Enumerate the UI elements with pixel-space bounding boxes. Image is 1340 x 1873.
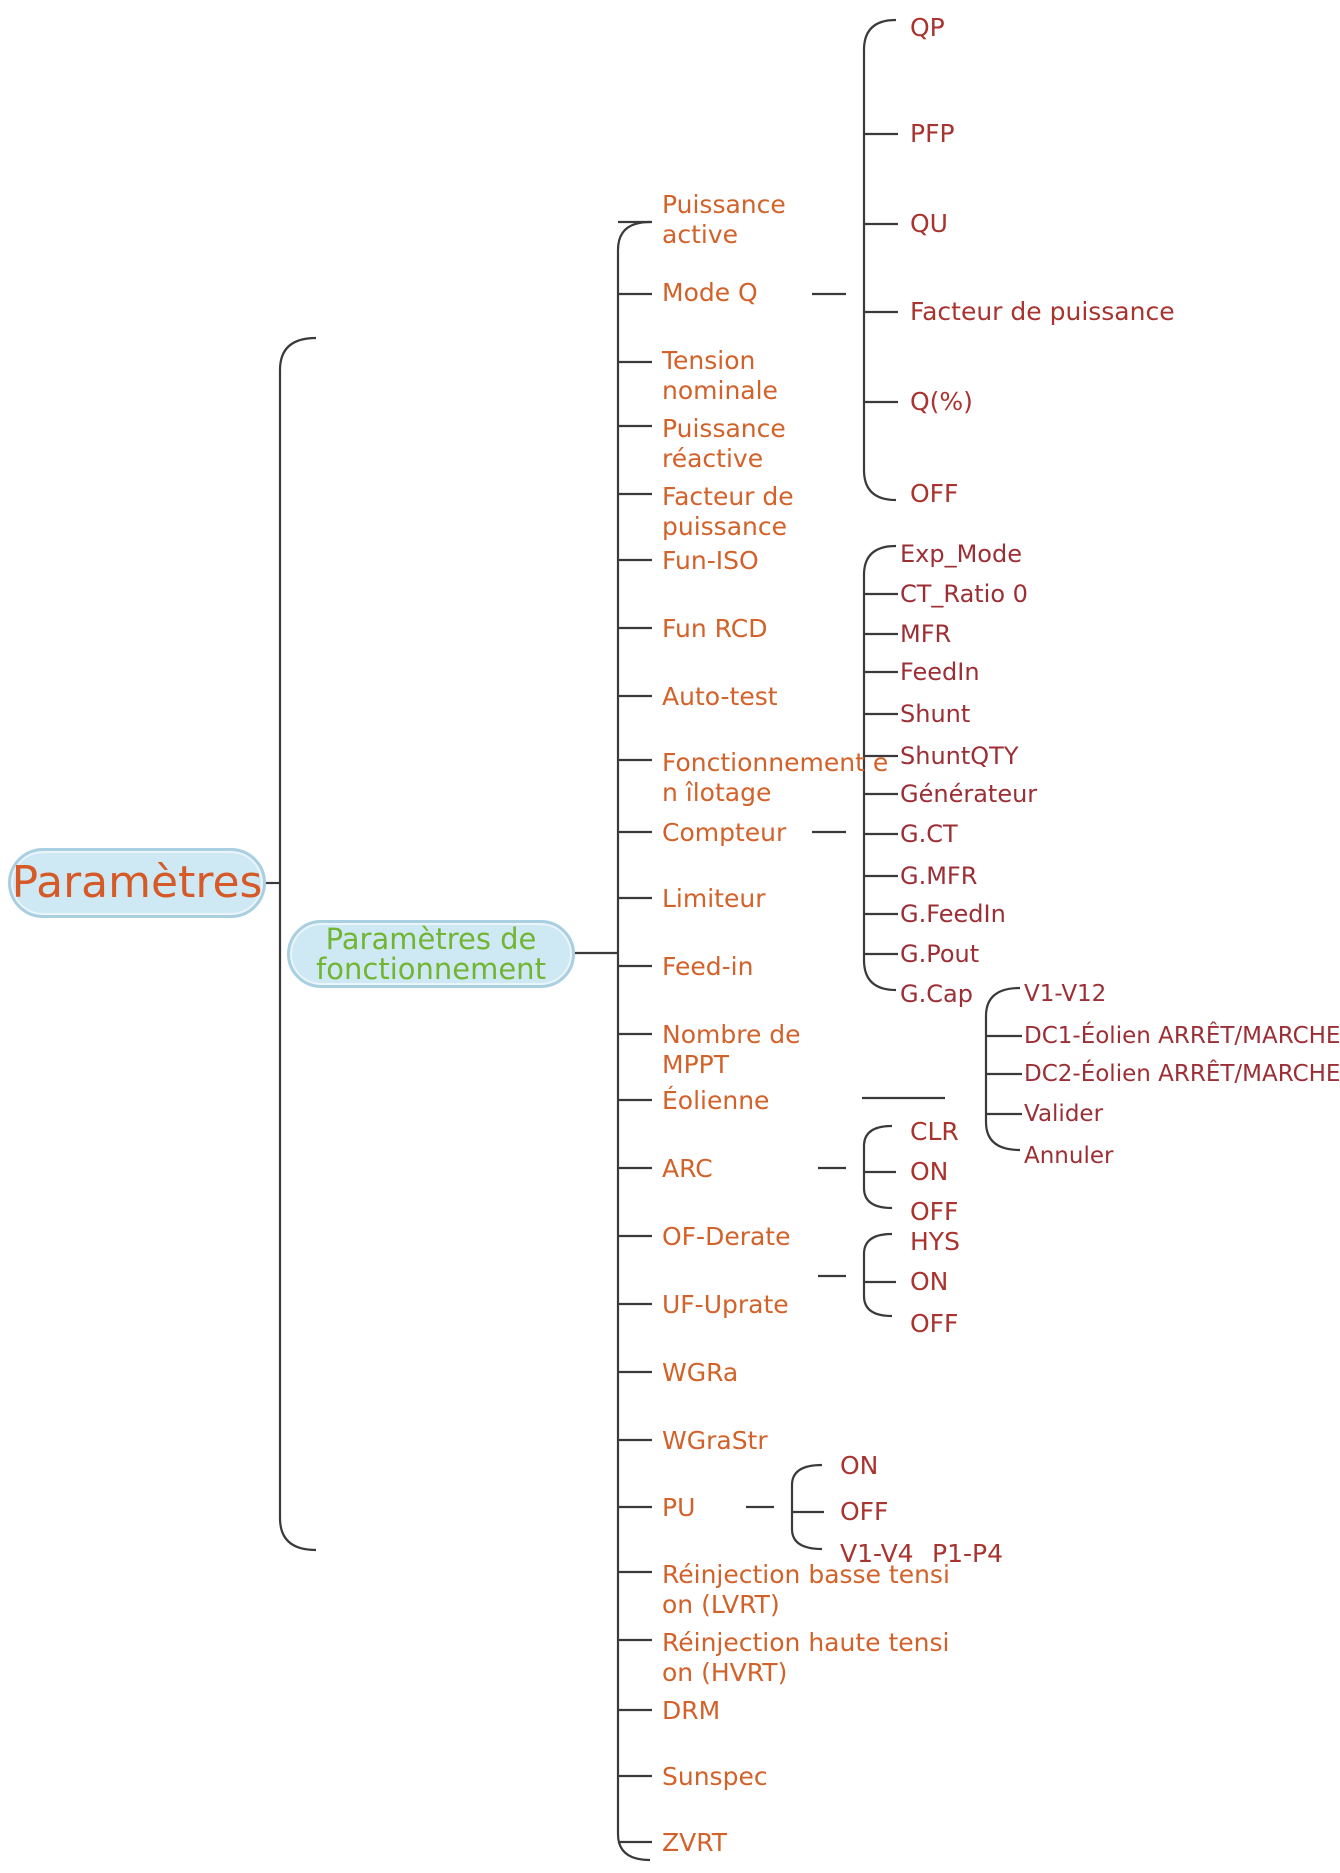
eolienne-option: DC2-Éolien ARRÊT/MARCHE [1024, 1061, 1340, 1087]
compteur-option: G.Pout [900, 940, 980, 968]
mode-q-ticks [864, 132, 898, 404]
arc-option: ON [910, 1157, 949, 1186]
item-label: Fun RCD [662, 614, 768, 643]
eolienne-option: Annuler [1024, 1143, 1114, 1169]
item-label: Feed-in [662, 952, 754, 981]
eolienne-option: V1-V12 [1024, 981, 1107, 1007]
pu-option: P1-P4 [932, 1539, 1003, 1568]
compteur-option: ShuntQTY [900, 742, 1019, 770]
item-label: Fun-ISO [662, 546, 759, 575]
compteur-option: G.MFR [900, 862, 978, 890]
arc-option: CLR [910, 1117, 959, 1146]
eolienne-option: DC1-Éolien ARRÊT/MARCHE [1024, 1023, 1340, 1049]
mode-q-option: PFP [910, 119, 955, 148]
item-ticks [618, 220, 652, 1844]
compteur-ticks [864, 592, 898, 956]
item-label: Éolienne [662, 1086, 770, 1115]
item-label: Mode Q [662, 278, 758, 307]
item-label: PU [662, 1493, 696, 1522]
derate-option: OFF [910, 1309, 959, 1338]
arc-bracket [862, 1124, 893, 1210]
pu-option: V1-V4 [840, 1539, 914, 1568]
item-label: Sunspec [662, 1762, 768, 1791]
compteur-bracket [862, 544, 897, 992]
compteur-option: Shunt [900, 700, 971, 728]
eolienne-ticks [986, 1034, 1022, 1116]
root-bracket [278, 336, 317, 1552]
item-label: Limiteur [662, 884, 766, 913]
mode-q-option: Q(%) [910, 387, 973, 416]
item-label: OF-Derate [662, 1222, 791, 1251]
compteur-option: Exp_Mode [900, 540, 1022, 568]
item-label: ARC [662, 1154, 713, 1183]
pu-option: OFF [840, 1497, 889, 1526]
derate-option: ON [910, 1267, 949, 1296]
compteur-option: G.CT [900, 820, 958, 848]
compteur-option: FeedIn [900, 658, 980, 686]
item-label: WGRa [662, 1358, 739, 1387]
item-label: UF-Uprate [662, 1290, 789, 1319]
item-label: WGraStr [662, 1426, 768, 1455]
mode-q-option: QU [910, 209, 948, 238]
compteur-option: Générateur [900, 780, 1038, 808]
derate-bracket [862, 1232, 893, 1318]
compteur-option: G.FeedIn [900, 900, 1006, 928]
compteur-option: G.Cap [900, 980, 973, 1008]
item-label: Compteur [662, 818, 787, 847]
root-node: Paramètres [8, 848, 266, 918]
mode-q-option: Facteur de puissance [910, 297, 1175, 326]
item-label: Auto-test [662, 682, 778, 711]
pu-bracket [790, 1463, 823, 1551]
arc-option: OFF [910, 1197, 959, 1226]
compteur-option: MFR [900, 620, 952, 648]
compteur-option: CT_Ratio 0 [900, 580, 1028, 608]
mode-q-option: QP [910, 13, 945, 42]
items-bracket [616, 220, 651, 1862]
derate-option: HYS [910, 1227, 960, 1256]
eolienne-bracket [984, 986, 1021, 1152]
mode-q-option: OFF [910, 479, 959, 508]
item-label: DRM [662, 1696, 721, 1725]
eolienne-option: Valider [1024, 1101, 1104, 1127]
root-label: Paramètres [11, 857, 263, 908]
pu-option: ON [840, 1451, 879, 1480]
mode-q-bracket [862, 18, 897, 502]
item-label: ZVRT [662, 1828, 728, 1857]
